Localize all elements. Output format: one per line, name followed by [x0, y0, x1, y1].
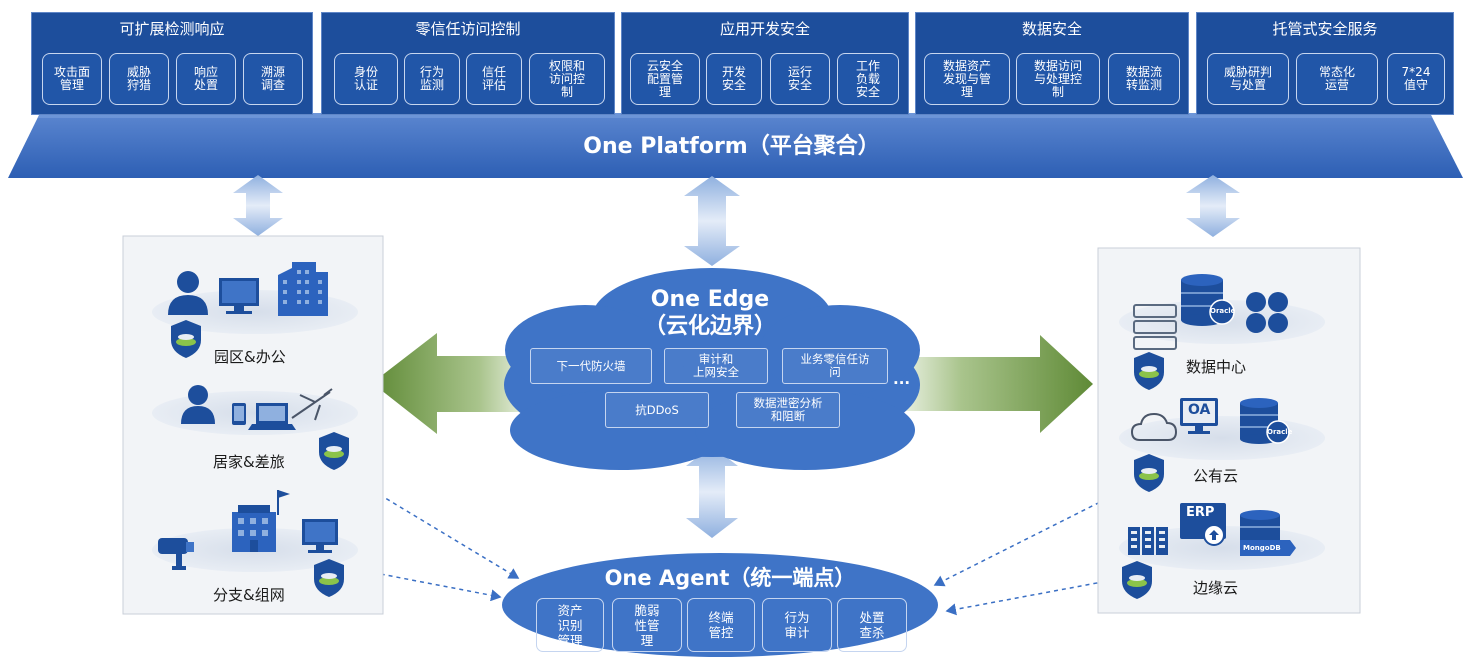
oa-monitor-icon [1180, 398, 1218, 434]
category-title: 应用开发安全 [719, 20, 810, 38]
oracle-logo-text: Oracle [1267, 428, 1293, 436]
category-title: 托管式安全服务 [1272, 20, 1378, 38]
office-building-icon [278, 262, 328, 316]
mongodb-logo-text: MongoDB [1243, 544, 1281, 552]
capability-box: 数据流 转监测 [1108, 53, 1180, 105]
category-title: 可扩展检测响应 [119, 20, 225, 38]
capability-box: 云安全 配置管 理 [630, 53, 700, 105]
computer-icon [219, 278, 259, 314]
capability-box: 权限和 访问控 制 [529, 53, 605, 105]
arrow-platform-left [233, 175, 283, 236]
capability-box: 溯源 调查 [243, 53, 303, 105]
airplane-icon [291, 388, 333, 421]
capability-box: 开发 安全 [706, 53, 762, 105]
edge-subtitle: （云化边界） [643, 314, 776, 339]
capability-box: 运行 安全 [770, 53, 830, 105]
edge-item: 抗DDoS [605, 392, 709, 428]
cloud-icon [1130, 412, 1178, 441]
shield-icon [1134, 352, 1164, 390]
edge-item: 下一代防火墙 [530, 348, 652, 384]
capability-box: 身份 认证 [334, 53, 398, 105]
agent-item: 处置 查杀 [837, 598, 907, 652]
category-xdr: 可扩展检测响应 攻击面 管理 威胁 狩猎 响应 处置 溯源 调查 [31, 12, 313, 115]
category-title: 数据安全 [1021, 20, 1082, 38]
edge-cloud [504, 268, 920, 470]
capability-box: 响应 处置 [176, 53, 236, 105]
green-arrow-right [905, 335, 1093, 433]
branch-building-icon [232, 490, 290, 552]
database-icon [1240, 510, 1296, 556]
database-icon [1240, 398, 1290, 444]
edge-item: 业务零信任访 问 [782, 348, 888, 384]
scene-label-data-center: 数据中心 [1186, 358, 1247, 376]
erp-monitor-icon [1180, 503, 1226, 546]
oracle-logo-text: Oracle [1210, 307, 1236, 315]
category-zero-trust: 零信任访问控制 身份 认证 行为 监测 信任 评估 权限和 访问控 制 [321, 12, 615, 115]
capability-box: 威胁 狩猎 [109, 53, 169, 105]
category-title: 零信任访问控制 [415, 20, 521, 38]
capability-box: 常态化 运营 [1296, 53, 1378, 105]
scene-label-branch-network: 分支&组网 [213, 586, 285, 604]
capability-box: 信任 评估 [466, 53, 522, 105]
shield-icon [319, 432, 349, 470]
scene-label-edge-cloud: 边缘云 [1193, 579, 1239, 597]
agent-item: 资产 识别 管理 [536, 598, 604, 652]
platform-bar [8, 113, 1463, 178]
agent-item: 终端 管控 [687, 598, 755, 652]
edge-server-icon [1128, 527, 1168, 555]
capability-box: 数据资产 发现与管 理 [924, 53, 1010, 105]
arrow-edge-agent [686, 446, 738, 538]
category-app-dev-security: 应用开发安全 云安全 配置管 理 开发 安全 运行 安全 工作 负载 安全 [621, 12, 909, 115]
capability-box: 7*24 值守 [1387, 53, 1445, 105]
cluster-icon [1246, 292, 1288, 333]
database-icon [1181, 274, 1235, 326]
edge-more-ellipsis: ... [893, 370, 911, 388]
arrow-platform-center [684, 176, 740, 266]
tablet-icon [232, 403, 246, 425]
shield-icon [1134, 454, 1164, 492]
capability-box: 数据访问 与处理控 制 [1016, 53, 1100, 105]
capability-box: 工作 负载 安全 [837, 53, 899, 105]
arrow-platform-right [1186, 175, 1240, 237]
laptop-icon [248, 403, 296, 430]
person-icon [168, 271, 208, 315]
agent-item: 脆弱 性管 理 [612, 598, 682, 652]
category-managed-security: 托管式安全服务 威胁研判 与处置 常态化 运营 7*24 值守 [1196, 12, 1454, 115]
person-icon [181, 385, 215, 424]
category-data-security: 数据安全 数据资产 发现与管 理 数据访问 与处理控 制 数据流 转监测 [915, 12, 1189, 115]
scene-label-campus-office: 园区&办公 [214, 348, 286, 366]
scene-label-home-travel: 居家&差旅 [213, 453, 285, 471]
edge-item: 数据泄密分析 和阻断 [736, 392, 840, 428]
security-camera-icon [158, 538, 194, 570]
scene-label-public-cloud: 公有云 [1193, 467, 1239, 485]
shield-icon [1122, 561, 1152, 599]
shield-icon [314, 559, 344, 597]
green-arrow-left [372, 333, 525, 434]
agent-title: One Agent（统一端点） [604, 566, 856, 590]
server-rack-icon [1133, 304, 1177, 350]
shield-icon [171, 320, 201, 358]
capability-box: 行为 监测 [404, 53, 460, 105]
agent-ellipse [502, 553, 938, 657]
capability-box: 威胁研判 与处置 [1207, 53, 1289, 105]
agent-item: 行为 审计 [762, 598, 832, 652]
capability-box: 攻击面 管理 [42, 53, 102, 105]
computer-icon [302, 519, 338, 553]
oa-logo-text: OA [1188, 402, 1211, 418]
edge-item: 审计和 上网安全 [664, 348, 768, 384]
platform-title: One Platform（平台聚合） [583, 134, 880, 159]
erp-logo-text: ERP [1186, 505, 1215, 520]
edge-title: One Edge [650, 287, 770, 312]
